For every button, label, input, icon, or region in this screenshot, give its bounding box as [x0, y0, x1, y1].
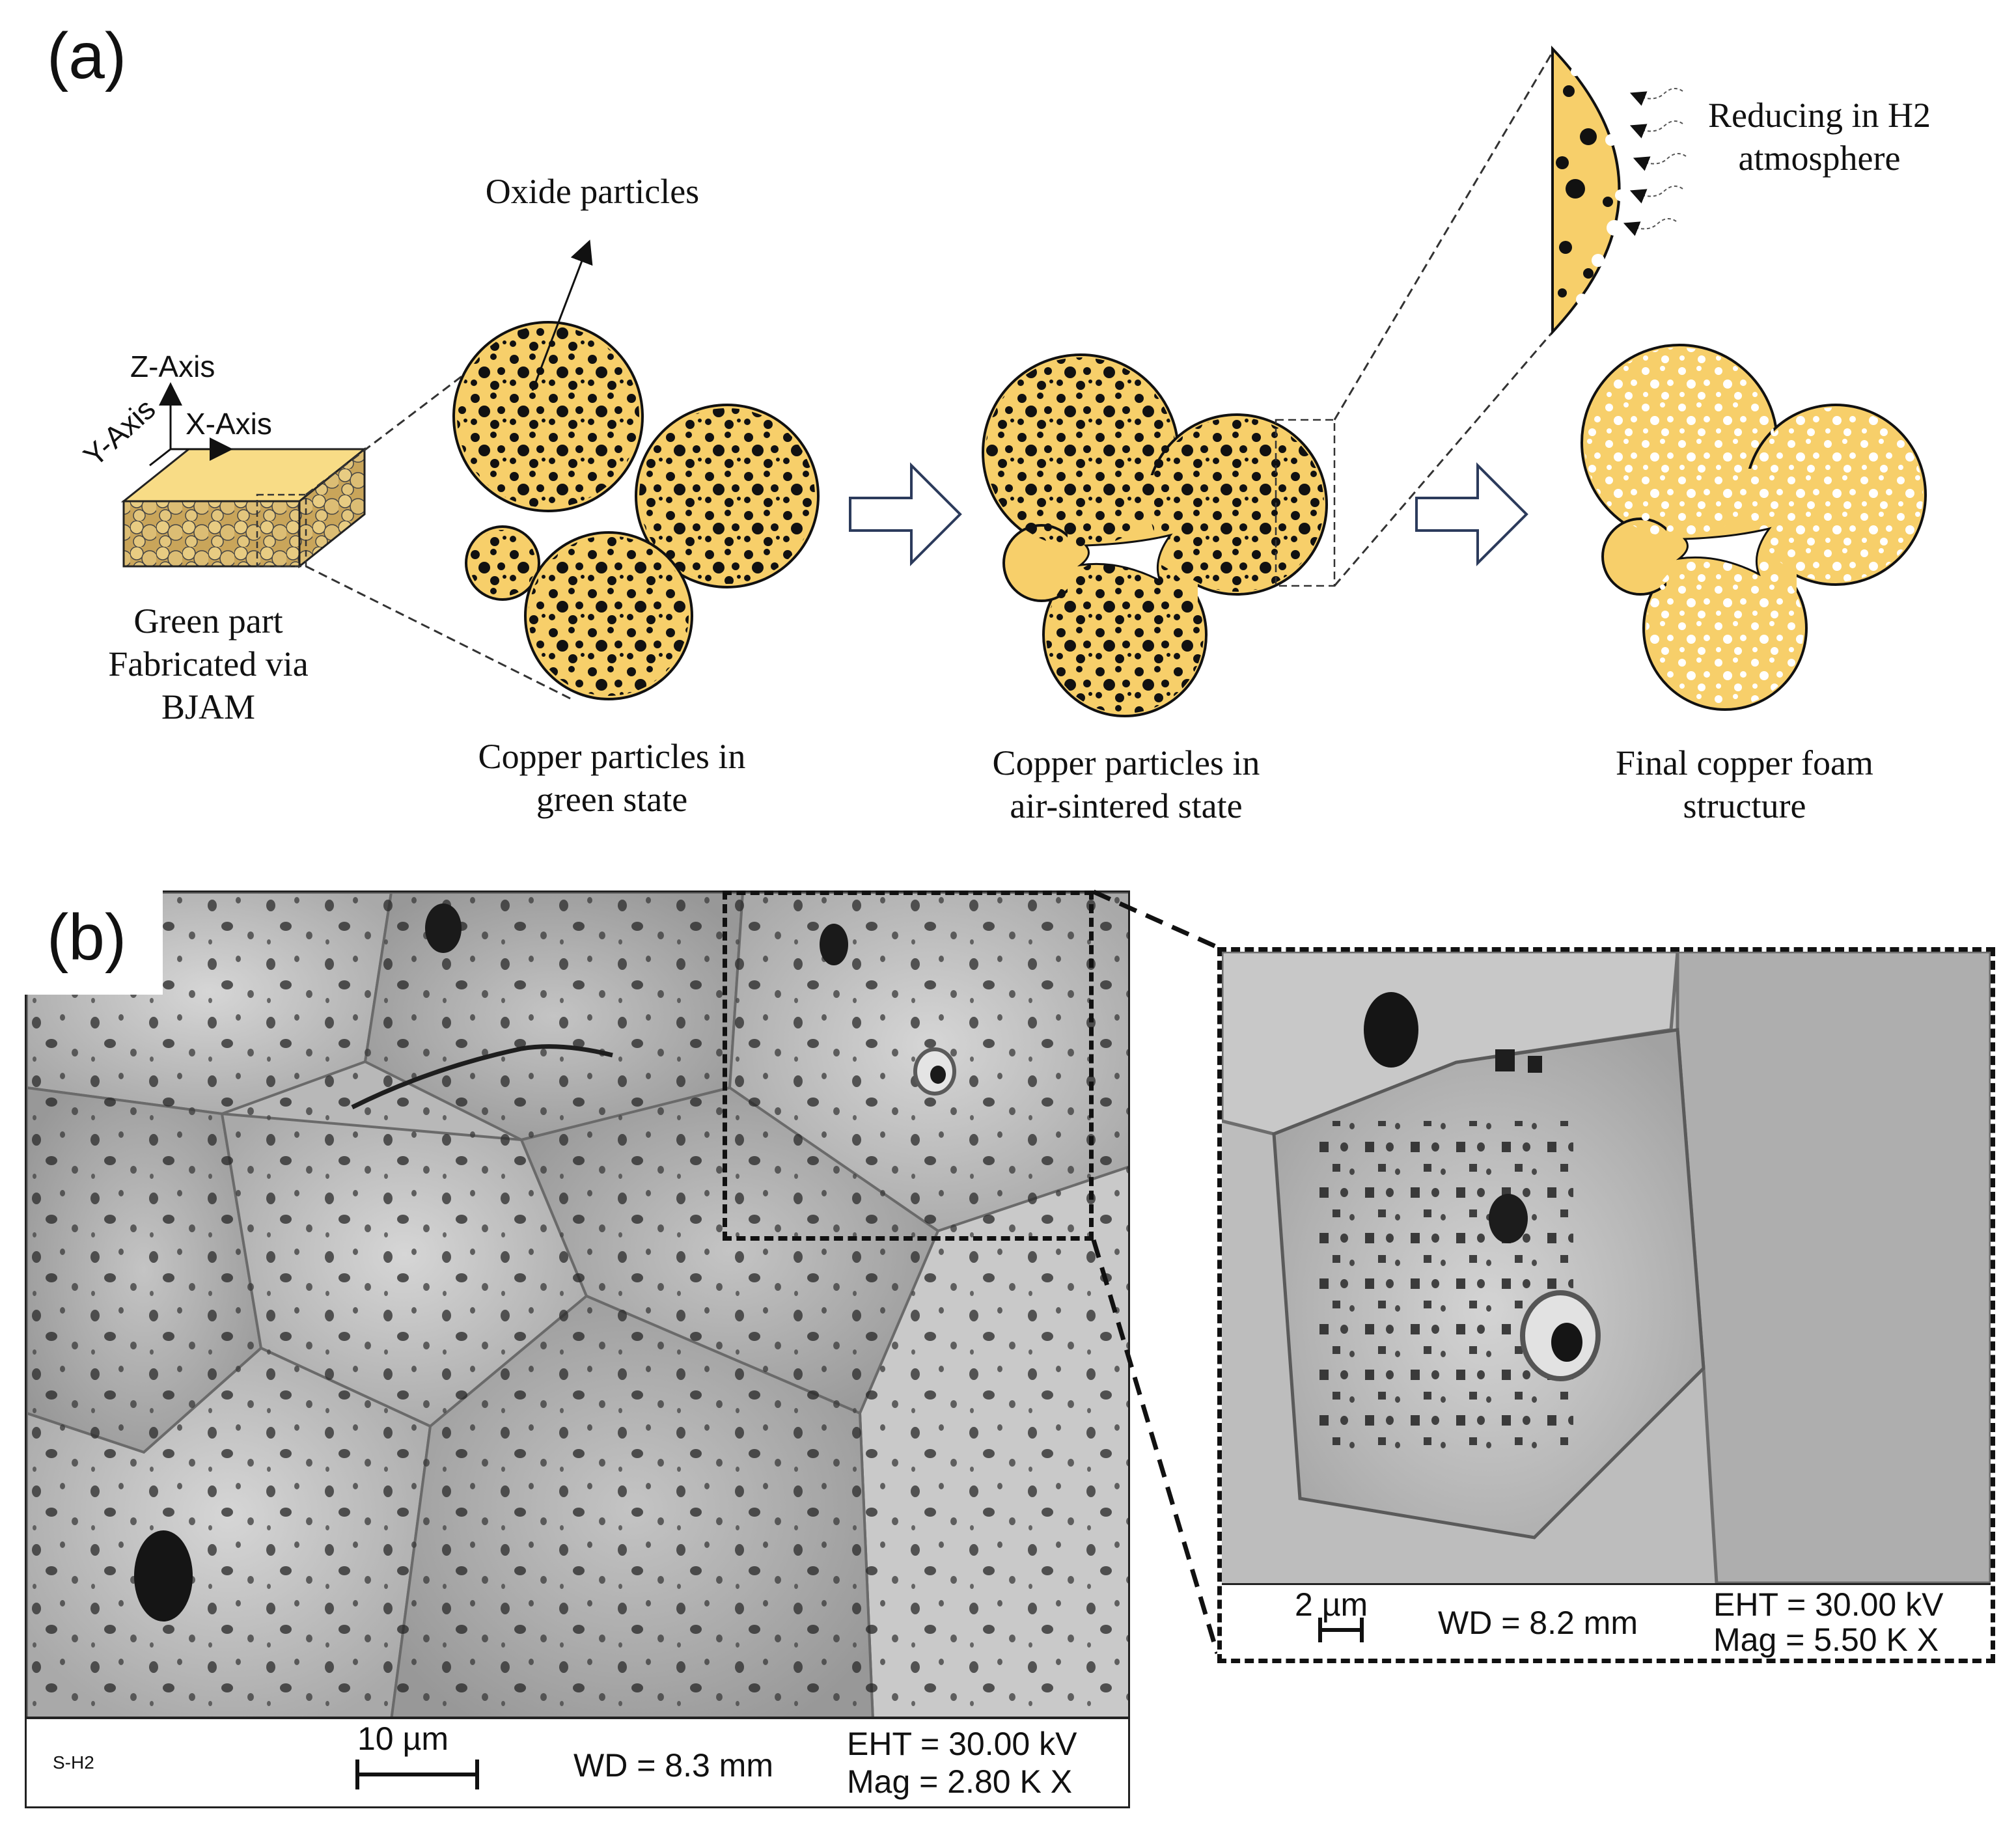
green-state-caption: Copper particles in green state	[478, 737, 746, 819]
x-axis-label: X-Axis	[186, 407, 272, 441]
process-arrow-1	[849, 462, 962, 566]
panel-a-label: (a)	[47, 20, 127, 92]
scale-bar-zoom-left-tick	[1318, 1618, 1322, 1642]
wd-zoom: WD = 8.2 mm	[1438, 1605, 1638, 1641]
air-sintered-particles	[982, 353, 1336, 717]
scale-bar-zoom-right-tick	[1360, 1618, 1364, 1642]
sem-texture-zoom	[1222, 952, 1991, 1585]
zoom-region-marker	[723, 890, 1094, 1241]
process-schematic	[120, 46, 1927, 717]
scale-bar-main-right-tick	[475, 1760, 479, 1789]
eht-main: EHT = 30.00 kV	[847, 1726, 1077, 1762]
air-sintered-caption: Copper particles in air-sintered state	[992, 743, 1260, 825]
zoom-connectors	[1091, 889, 1220, 1655]
mag-main: Mag = 2.80 K X	[847, 1763, 1073, 1800]
sem-image-main	[25, 890, 1130, 1718]
sem-image-zoom: 2 µm WD = 8.2 mm EHT = 30.00 kV Mag = 5.…	[1217, 947, 1995, 1663]
sem-info-bar-main: S-H2 10 µm WD = 8.3 mm EHT = 30.00 kV Ma…	[25, 1717, 1130, 1808]
final-foam-caption: Final copper foam structure	[1616, 743, 1873, 825]
sem-info-bar-zoom: 2 µm WD = 8.2 mm EHT = 30.00 kV Mag = 5.…	[1222, 1583, 1991, 1659]
green-part-caption: Green part Fabricated via BJAM	[108, 601, 309, 726]
final-foam-particles	[1581, 344, 1927, 711]
green-state-particles	[452, 321, 820, 700]
eht-zoom: EHT = 30.00 kV	[1713, 1586, 1944, 1623]
mag-zoom: Mag = 5.50 K X	[1713, 1622, 1939, 1658]
process-arrow-2	[1415, 462, 1528, 566]
panel-b-label-bg	[0, 890, 163, 995]
scale-bar-main-left-tick	[355, 1760, 359, 1789]
panel-b-label: (b)	[47, 901, 127, 974]
axes-gizmo	[149, 382, 233, 467]
scale-label-zoom: 2 µm	[1295, 1586, 1368, 1623]
sample-id: S-H2	[53, 1752, 94, 1773]
reducing-label: Reducing in H2 atmosphere	[1708, 96, 1931, 178]
scale-bar-main	[355, 1773, 479, 1776]
z-axis-label: Z-Axis	[130, 350, 215, 383]
scale-bar-zoom	[1318, 1628, 1364, 1632]
oxide-particles-label: Oxide particles	[485, 172, 700, 211]
sem-texture-main	[27, 892, 1128, 1717]
wd-main: WD = 8.3 mm	[573, 1747, 773, 1784]
reduction-zoom-inset	[1551, 46, 1687, 336]
scale-label-main: 10 µm	[357, 1720, 449, 1757]
green-part-block	[120, 447, 368, 569]
